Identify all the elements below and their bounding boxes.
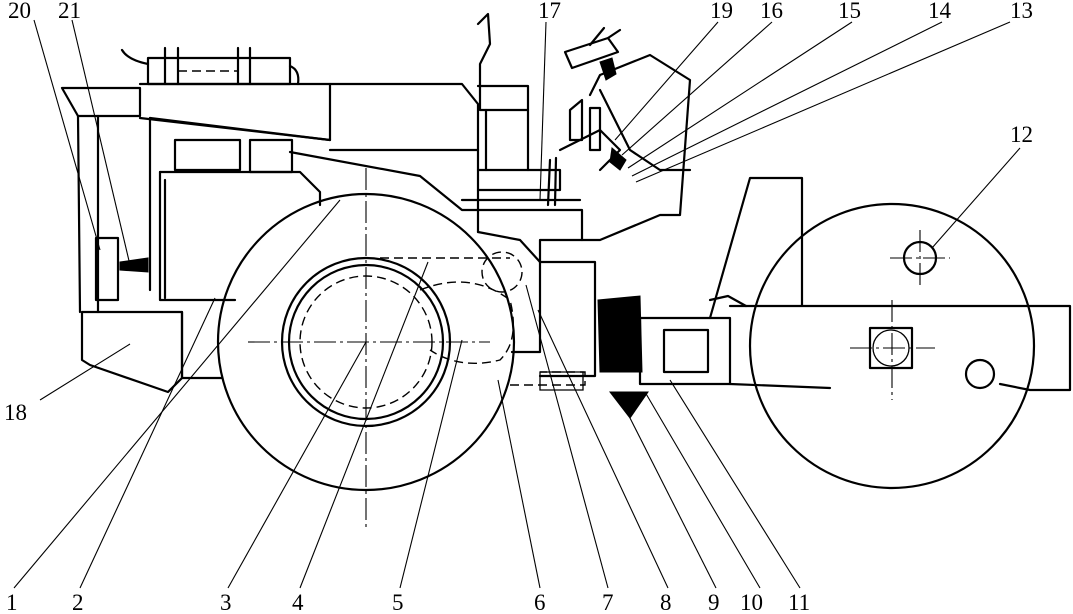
leader-lines	[13, 19, 1021, 589]
callout-13: 13	[1010, 0, 1033, 23]
callout-12: 12	[1010, 122, 1033, 147]
callout-labels: 1 2 3 4 5 6 7 8 9 10 11 12 13 14 15 16 1…	[4, 0, 1033, 614]
callout-14: 14	[928, 0, 952, 23]
air-filter	[120, 46, 300, 86]
callout-4: 4	[292, 590, 304, 614]
callout-17: 17	[538, 0, 561, 23]
steering-wheel	[563, 26, 622, 81]
callout-20: 20	[8, 0, 31, 23]
callout-10: 10	[740, 590, 763, 614]
rear-frame	[80, 236, 224, 394]
drive-axle-housing	[380, 251, 586, 391]
callout-7: 7	[602, 590, 614, 614]
callout-3: 3	[220, 590, 232, 614]
callout-15: 15	[838, 0, 861, 23]
engine-hood	[60, 82, 480, 314]
callout-18: 18	[4, 400, 27, 425]
drum-frame	[708, 176, 1072, 392]
callout-6: 6	[534, 590, 546, 614]
rear-drum	[748, 202, 1036, 490]
callout-21: 21	[58, 0, 81, 23]
callout-16: 16	[760, 0, 783, 23]
callout-5: 5	[392, 590, 404, 614]
control-levers	[546, 98, 627, 207]
callout-11: 11	[788, 590, 810, 614]
callout-19: 19	[710, 0, 733, 23]
callout-9: 9	[708, 590, 720, 614]
callout-8: 8	[660, 590, 672, 614]
callout-2: 2	[72, 590, 84, 614]
front-tyre	[216, 168, 516, 528]
callout-1: 1	[6, 590, 18, 614]
